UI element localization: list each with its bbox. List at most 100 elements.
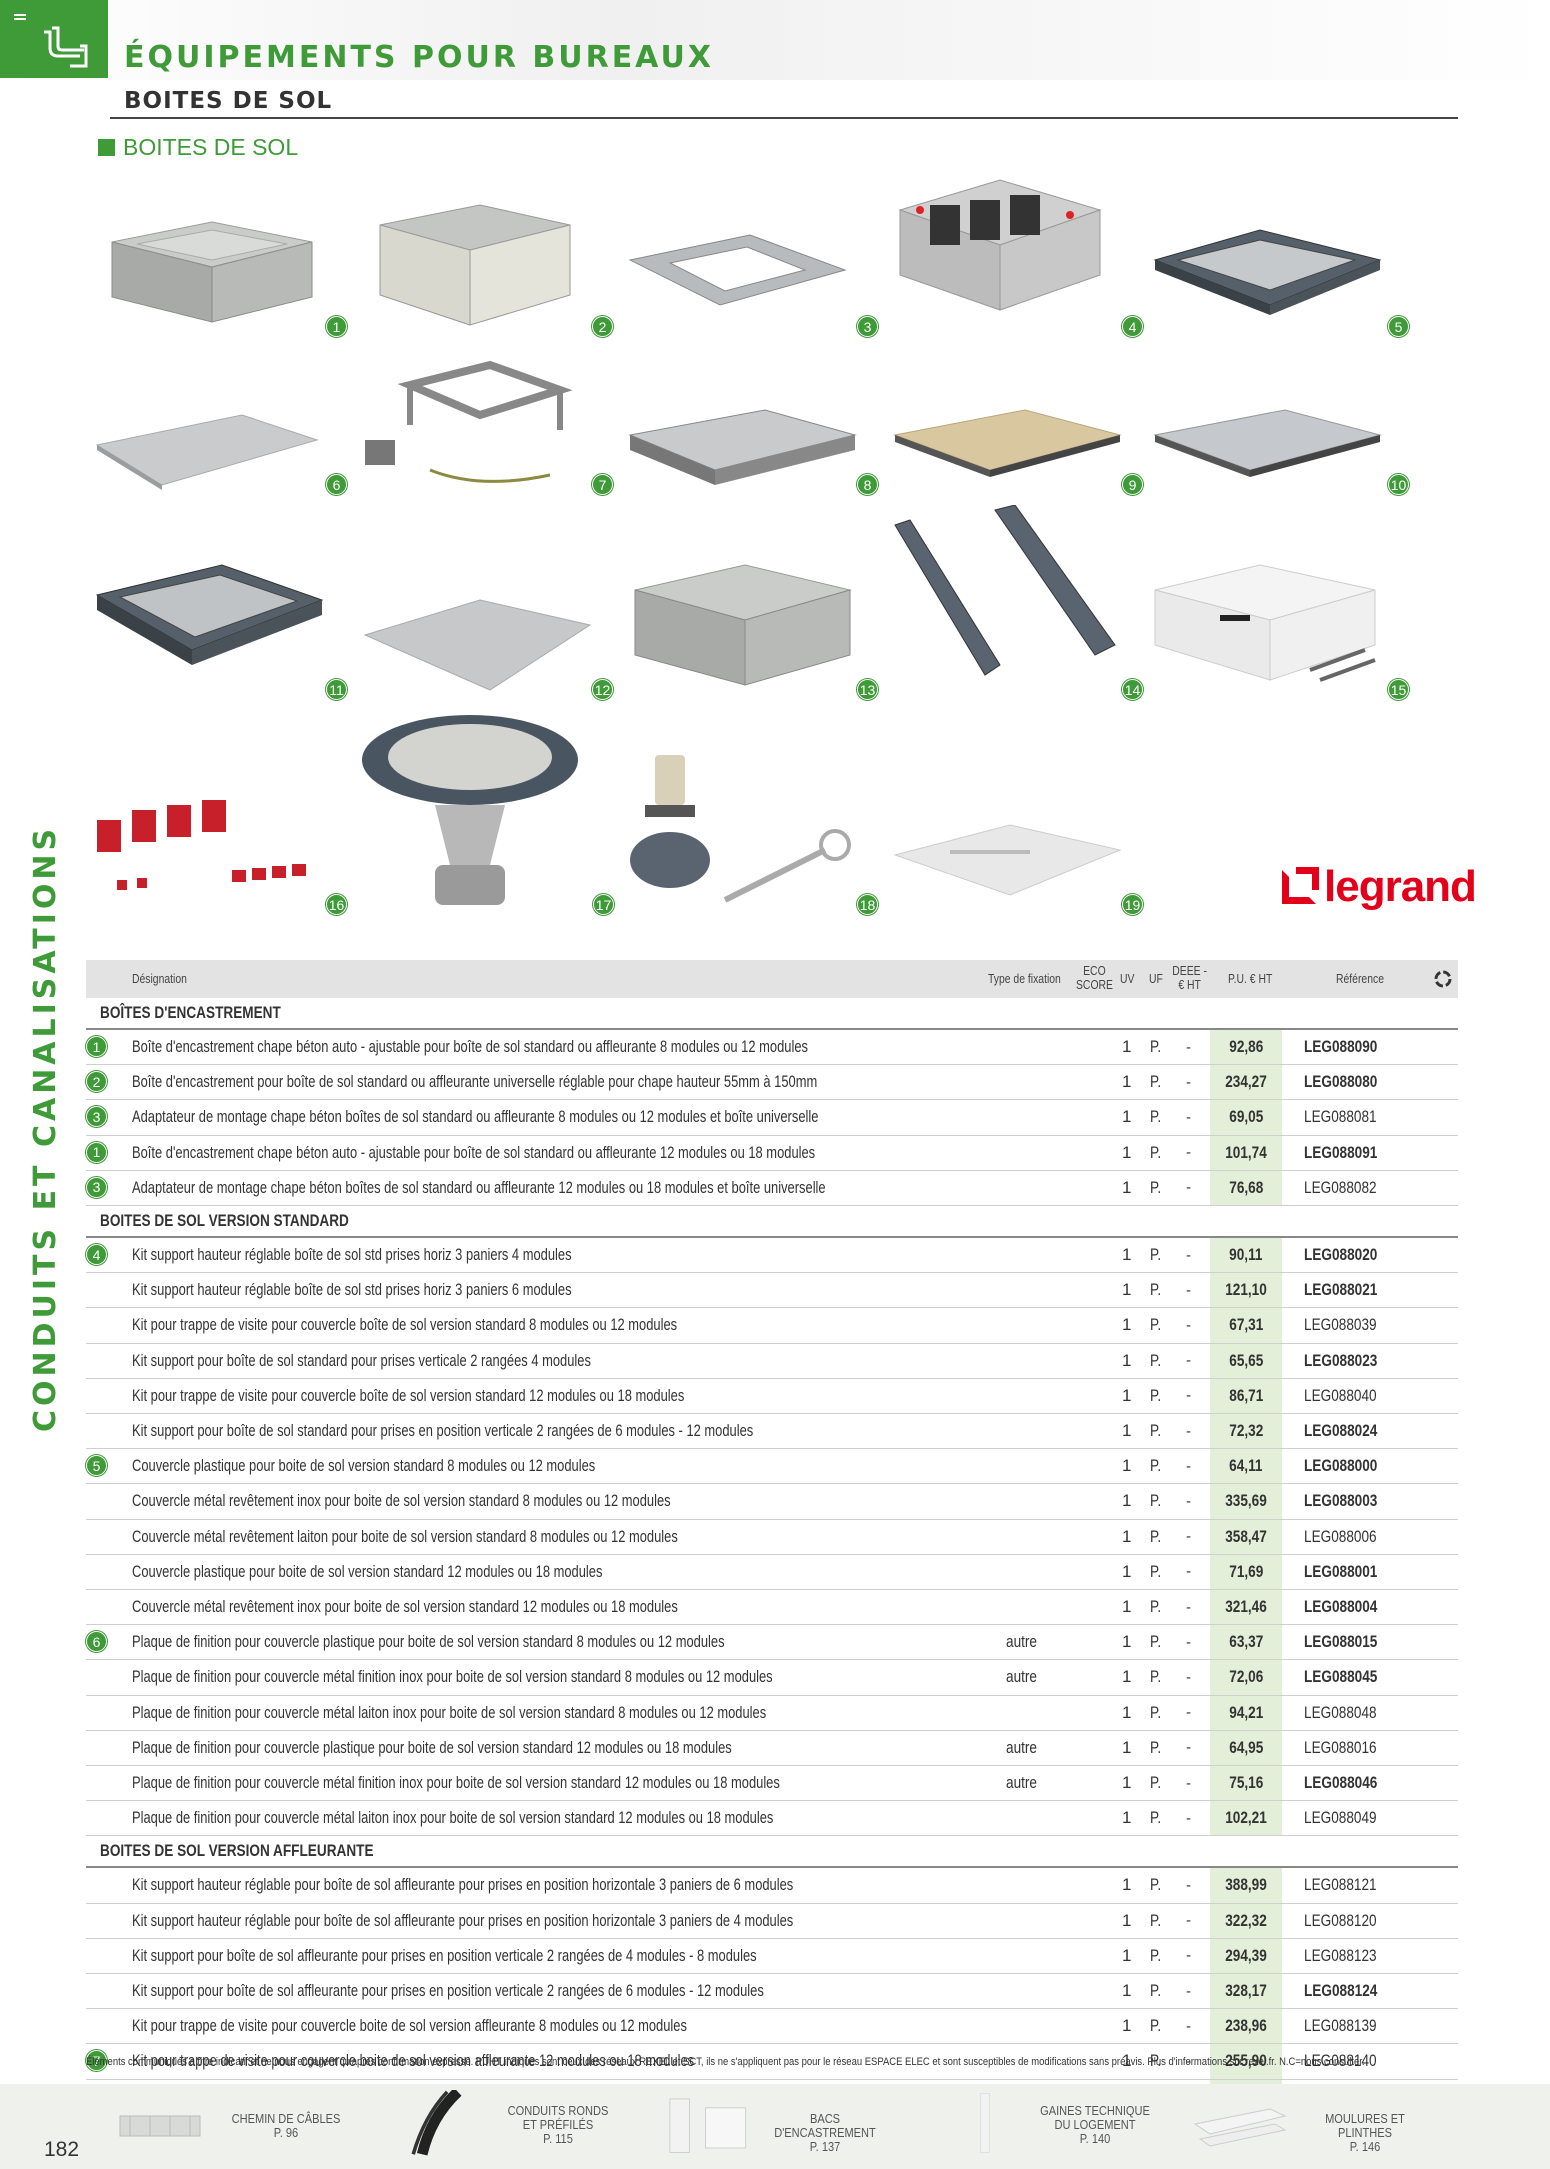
row-uf: P. bbox=[1150, 1561, 1162, 1581]
row-price: 322,32 bbox=[1210, 1903, 1282, 1938]
table-row: Kit support pour boîte de sol affleurant… bbox=[86, 1938, 1458, 1974]
product-image-3: 3 bbox=[625, 225, 878, 342]
link-label: CONDUITS RONDS bbox=[507, 2103, 609, 2118]
table-row: Plaque de finition pour couvercle métal … bbox=[86, 1766, 1458, 1802]
row-uv: 1 bbox=[1122, 1142, 1132, 1162]
row-deee: - bbox=[1186, 1457, 1191, 1475]
row-designation: Couvercle plastique pour boite de sol ve… bbox=[132, 1456, 596, 1476]
table-row: Couvercle plastique pour boite de sol ve… bbox=[86, 1554, 1458, 1590]
row-reference: LEG088049 bbox=[1304, 1808, 1377, 1828]
row-uv: 1 bbox=[1122, 1561, 1132, 1581]
product-badge: 3 bbox=[857, 316, 878, 337]
row-designation: Kit pour trappe de visite pour couvercle… bbox=[132, 2051, 695, 2071]
row-uf: P. bbox=[1150, 1737, 1162, 1757]
col-uv: UV bbox=[1120, 971, 1135, 986]
table-category-row: BOÎTES D'ENCASTREMENT bbox=[86, 998, 1458, 1030]
row-price: 92,86 bbox=[1210, 1030, 1282, 1065]
row-uf: P. bbox=[1150, 1875, 1162, 1895]
row-price-value: 234,27 bbox=[1225, 1072, 1267, 1092]
product-image-10: 10 bbox=[1150, 405, 1409, 500]
link-page: P. 115 bbox=[543, 2131, 573, 2146]
table-row: Kit support hauteur réglable pour boîte … bbox=[86, 1903, 1458, 1939]
brand-logo-text: legrand bbox=[1324, 862, 1477, 911]
legrand-mark-icon bbox=[1282, 867, 1319, 904]
row-price: 86,71 bbox=[1210, 1378, 1282, 1413]
table-row: Kit support hauteur réglable boîte de so… bbox=[86, 1273, 1458, 1309]
section-tab bbox=[0, 0, 108, 78]
product-image-17: 17 bbox=[355, 705, 614, 920]
row-designation: Plaque de finition pour couvercle métal … bbox=[132, 1773, 780, 1793]
row-product-badge: 3 bbox=[86, 1176, 107, 1198]
row-uv: 1 bbox=[1122, 1107, 1132, 1127]
row-fixation: autre bbox=[1006, 1773, 1037, 1793]
row-uv: 1 bbox=[1122, 1667, 1132, 1687]
row-price-value: 64,11 bbox=[1229, 1456, 1263, 1476]
row-designation: Adaptateur de montage chape béton boîtes… bbox=[132, 1177, 826, 1197]
row-uf: P. bbox=[1150, 1910, 1162, 1930]
product-badge: 15 bbox=[1388, 679, 1409, 700]
table-row: Kit pour trappe de visite pour couvercle… bbox=[86, 2009, 1458, 2045]
link-cable-trays[interactable]: CHEMIN DE CÂBLES P. 96 bbox=[227, 2112, 346, 2140]
row-price: 335,69 bbox=[1210, 1484, 1282, 1519]
row-price-value: 335,69 bbox=[1225, 1491, 1267, 1511]
row-price: 64,11 bbox=[1210, 1449, 1282, 1484]
product-image-4: 4 bbox=[890, 170, 1143, 342]
table-row: Couvercle métal revêtement laiton pour b… bbox=[86, 1519, 1458, 1555]
table-category-row: BOITES DE SOL VERSION AFFLEURANTE bbox=[86, 1836, 1458, 1869]
row-uv: 1 bbox=[1122, 1526, 1132, 1546]
row-deee: - bbox=[1186, 1108, 1191, 1126]
row-deee: - bbox=[1186, 1073, 1191, 1091]
product-badge: 1 bbox=[326, 316, 347, 337]
row-uv: 1 bbox=[1122, 1280, 1132, 1300]
product-badge: 4 bbox=[1122, 316, 1143, 337]
link-page: P. 137 bbox=[809, 2139, 841, 2154]
row-designation: Couvercle métal revêtement inox pour boi… bbox=[132, 1491, 671, 1511]
row-designation: Kit support hauteur réglable pour boîte … bbox=[132, 1910, 794, 1930]
row-price-value: 90,11 bbox=[1229, 1245, 1263, 1265]
page-number: 182 bbox=[44, 2138, 80, 2161]
row-uf: P. bbox=[1150, 1526, 1162, 1546]
row-uv: 1 bbox=[1122, 1597, 1132, 1617]
product-badge: 8 bbox=[857, 474, 878, 495]
product-badge: 5 bbox=[1388, 316, 1409, 337]
row-price-value: 64,95 bbox=[1228, 1737, 1264, 1757]
link-flush-boxes[interactable]: BACS D'ENCASTREMENT P. 137 bbox=[770, 2112, 881, 2154]
row-uv: 1 bbox=[1122, 1072, 1132, 1092]
row-uv: 1 bbox=[1122, 1350, 1132, 1370]
row-price-value: 294,39 bbox=[1225, 1945, 1267, 1965]
row-price: 321,46 bbox=[1210, 1590, 1282, 1625]
link-housing-sheaths[interactable]: GAINES TECHNIQUE DU LOGEMENT P. 140 bbox=[1040, 2104, 1151, 2146]
link-round-conduits[interactable]: CONDUITS RONDS ET PRÉFILÉS P. 115 bbox=[499, 2104, 618, 2146]
row-deee: - bbox=[1186, 1528, 1191, 1546]
row-uv: 1 bbox=[1122, 1773, 1132, 1793]
disclaimer-note: Éléments communiqués à titre indicatif e… bbox=[86, 2056, 1365, 2068]
row-product-badge: 3 bbox=[86, 1106, 107, 1128]
row-uf: P. bbox=[1150, 1385, 1162, 1405]
link-label-line2: ET PRÉFILÉS bbox=[522, 2117, 594, 2132]
section-heading-label: BOITES DE SOL bbox=[123, 134, 299, 160]
row-reference: LEG088120 bbox=[1304, 1910, 1377, 1930]
row-deee: - bbox=[1186, 2017, 1191, 2035]
row-price-value: 121,10 bbox=[1225, 1280, 1267, 1300]
row-designation: Plaque de finition pour couvercle métal … bbox=[132, 1667, 773, 1687]
row-uv: 1 bbox=[1122, 1875, 1132, 1895]
row-reference: LEG088020 bbox=[1304, 1245, 1378, 1265]
row-product-badge: 1 bbox=[86, 1141, 107, 1163]
row-reference: LEG088045 bbox=[1304, 1667, 1378, 1687]
row-reference: LEG088082 bbox=[1304, 1177, 1377, 1197]
link-label: GAINES TECHNIQUE bbox=[1040, 2103, 1150, 2118]
row-reference: LEG088040 bbox=[1304, 1385, 1377, 1405]
row-uf: P. bbox=[1150, 1808, 1162, 1828]
row-uf: P. bbox=[1150, 1632, 1162, 1652]
conduit-thumbnail bbox=[411, 2090, 462, 2156]
link-mouldings[interactable]: MOULURES ET PLINTHES P. 146 bbox=[1301, 2112, 1429, 2154]
row-designation: Plaque de finition pour couvercle plasti… bbox=[132, 1737, 732, 1757]
row-price-value: 75,16 bbox=[1228, 1773, 1264, 1793]
table-row: Plaque de finition pour couvercle métal … bbox=[86, 1660, 1458, 1696]
row-reference: LEG088000 bbox=[1304, 1456, 1378, 1476]
col-designation: Désignation bbox=[132, 971, 187, 986]
